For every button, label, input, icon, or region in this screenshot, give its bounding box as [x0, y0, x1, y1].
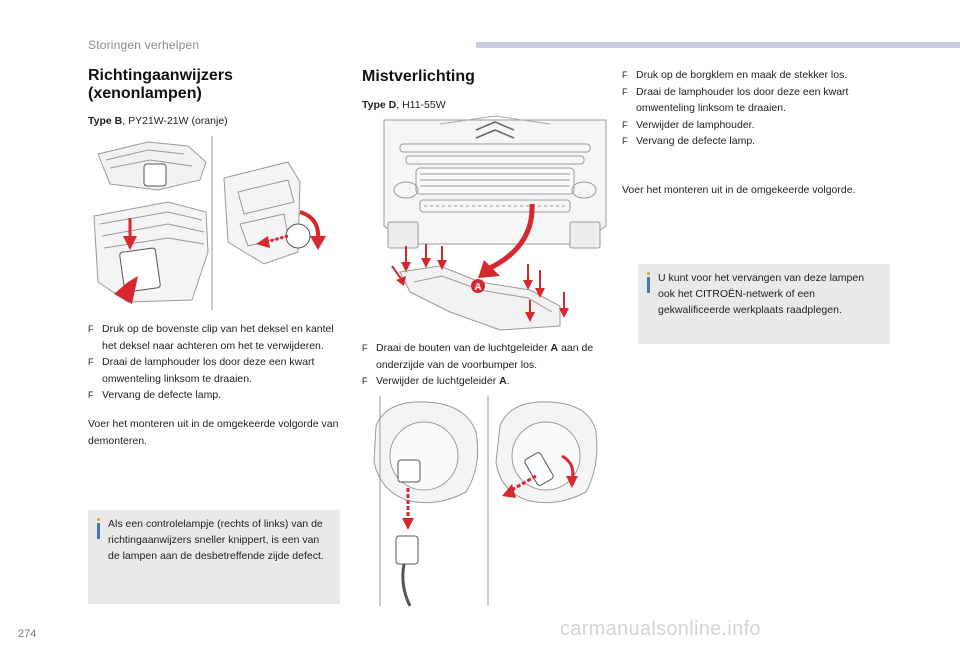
- bullet: F: [88, 390, 94, 400]
- info-text: U kunt voor het vervangen van deze lampe…: [658, 272, 865, 316]
- bullet: F: [362, 343, 368, 353]
- step-text: Verwijder de lamphouder.: [636, 118, 755, 131]
- type-b-spec: Type B, PY21W-21W (oranje): [88, 113, 228, 129]
- list-item: F Druk op de borgklem en maak de stekker …: [622, 67, 892, 84]
- step-text: Druk op de bovenste clip van het deksel …: [102, 323, 334, 352]
- type-label: Type B: [88, 115, 123, 127]
- info-box-left: Als een controlelampje (rechts of links)…: [88, 510, 340, 604]
- section-title: Storingen verhelpen: [88, 38, 200, 52]
- reassembly-note-left: Voer het monteren uit in de omgekeerde v…: [88, 418, 339, 447]
- type-spec: , H11-55W: [396, 99, 446, 111]
- front-bumper-illustration: A: [383, 115, 607, 331]
- step-bold: A: [499, 375, 507, 387]
- list-item: F Vervang de defecte lamp.: [622, 133, 892, 150]
- step-text: Draai de lamphouder los door deze een kw…: [102, 356, 315, 385]
- reassembly-note-right: Voer het monteren uit in de omgekeerde v…: [622, 184, 856, 196]
- info-icon: [96, 518, 106, 539]
- bullet: F: [622, 70, 628, 80]
- header-bar: [476, 42, 960, 48]
- bullet: F: [88, 324, 94, 334]
- list-item: F Verwijder de luchtgeleider A.: [362, 373, 612, 390]
- type-label: Type D: [362, 99, 397, 111]
- step-text: Draai de lamphouder los door deze een kw…: [636, 85, 849, 115]
- step-text: aan de onderzijde van de voorbumper los.: [376, 342, 594, 371]
- bullet: F: [622, 136, 628, 146]
- bullet: F: [622, 119, 628, 130]
- info-text: Als een controlelampje (rechts of links)…: [108, 518, 324, 562]
- bullet: F: [88, 357, 94, 367]
- callout-a: A: [474, 282, 481, 293]
- step-bold: A: [550, 342, 559, 354]
- heading-richtingaanwijzers: Richtingaanwijzers (xenonlampen): [88, 67, 348, 103]
- steps-list-right: F Druk op de borgklem en maak de stekker …: [622, 67, 892, 150]
- step-text: Vervang de defecte lamp.: [636, 135, 756, 147]
- info-box-right: U kunt voor het vervangen van deze lampe…: [638, 264, 890, 344]
- watermark: carmanualsonline.info: [560, 618, 761, 640]
- list-item: F Verwijder de lamphouder.: [622, 117, 892, 134]
- step-text: Draai de bouten van de luchtgeleider: [376, 342, 551, 354]
- step-text: Druk op de borgklem en maak de stekker l…: [636, 69, 848, 81]
- step-text: .: [506, 375, 510, 387]
- heading-line-2: (xenonlampen): [88, 85, 202, 102]
- page-number: 274: [18, 628, 37, 640]
- bullet: F: [622, 86, 628, 97]
- list-item: F Draai de lamphouder los door deze een k…: [622, 84, 892, 117]
- list-item: F Vervang de defecte lamp.: [88, 387, 340, 404]
- list-item: F Druk op de bovenste clip van het deksel…: [88, 321, 340, 354]
- step-text: Vervang de defecte lamp.: [102, 389, 222, 401]
- bullet: F: [362, 376, 368, 386]
- list-item: F Draai de lamphouder los door deze een k…: [88, 354, 340, 387]
- info-icon: [646, 272, 656, 293]
- type-d-spec: Type D, H11-55W: [362, 97, 446, 113]
- heading-mistverlichting: Mistverlichting: [362, 68, 475, 85]
- step-text: Verwijder de luchtgeleider: [376, 375, 500, 387]
- heading-line-1: Richtingaanwijzers: [88, 67, 233, 84]
- fog-lamp-illustration: [373, 396, 598, 607]
- turn-signal-illustration: [93, 136, 326, 310]
- type-spec: , PY21W-21W (oranje): [122, 115, 228, 127]
- steps-list-left: F Druk op de bovenste clip van het deksel…: [88, 321, 340, 404]
